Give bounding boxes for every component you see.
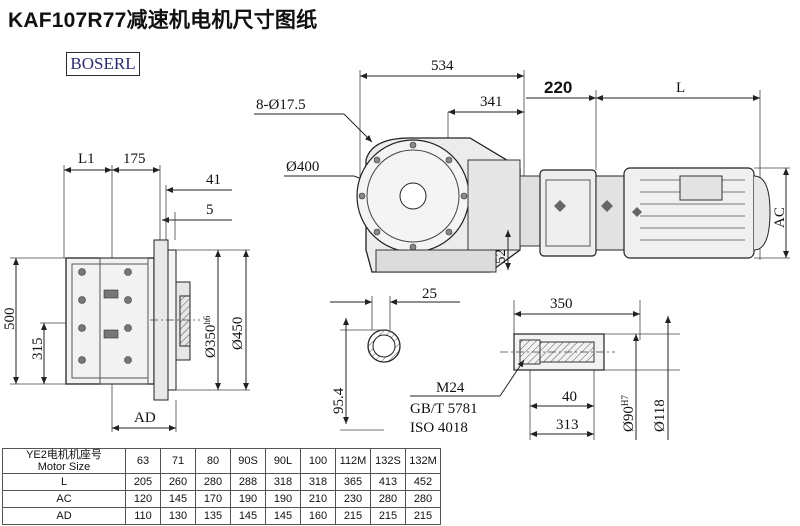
dim-313: 313 [556, 417, 579, 433]
size-cell: 63 [125, 448, 161, 474]
table-cell: 145 [160, 490, 196, 508]
dim-350-tol: h6 [202, 315, 212, 325]
table-cell: 280 [405, 490, 441, 508]
table-cell: 318 [300, 473, 336, 491]
table-cell: 120 [125, 490, 161, 508]
dim-175: 175 [123, 151, 146, 167]
table-cell: 110 [125, 507, 161, 525]
dim-350-b: 350 [550, 296, 573, 312]
dim-holes: 8-Ø17.5 [256, 97, 306, 113]
table-cell: 452 [405, 473, 441, 491]
table-cell: 288 [230, 473, 266, 491]
dim-315: 315 [30, 338, 46, 361]
dim-90-tol: H7 [620, 395, 630, 406]
table-cell: 145 [230, 507, 266, 525]
dim-450: Ø450 [230, 317, 246, 350]
table-cell: 280 [195, 473, 231, 491]
table-header-label: YE2电机机座号 Motor Size [2, 448, 126, 474]
drawing-title: KAF107R77减速机电机尺寸图纸 [8, 9, 318, 32]
table-cell: 215 [405, 507, 441, 525]
header-label-en: Motor Size [37, 461, 91, 473]
table-cell: 160 [300, 507, 336, 525]
dim-500: 500 [2, 308, 18, 331]
standard-iso: ISO 4018 [410, 420, 468, 436]
size-cell: 112M [335, 448, 371, 474]
table-cell: 230 [335, 490, 371, 508]
table-cell: 170 [195, 490, 231, 508]
table-cell: 260 [160, 473, 196, 491]
size-cell: 80 [195, 448, 231, 474]
brand-logo: BOSERL [66, 52, 140, 76]
table-cell: 205 [125, 473, 161, 491]
table-cell: 135 [195, 507, 231, 525]
svg-text:Ø90H7: Ø90H7 [620, 395, 637, 432]
dim-52: 52 [493, 249, 509, 264]
dim-25: 25 [422, 286, 437, 302]
dim-l: L [676, 80, 685, 96]
table-cell: 130 [160, 507, 196, 525]
table-cell: 318 [265, 473, 301, 491]
table-row: L 205 260 280 288 318 318 365 413 452 [2, 473, 441, 491]
size-cell: 132S [370, 448, 406, 474]
technical-drawing: L1 175 41 5 500 315 [2, 58, 790, 440]
size-cell: 71 [160, 448, 196, 474]
table-cell: 190 [230, 490, 266, 508]
side-view: L1 175 41 5 500 315 [2, 151, 250, 432]
table-row: AD 110 130 135 145 145 160 215 215 215 [2, 507, 441, 525]
front-view: 534 341 220 L 8-Ø17.5 Ø400 52 [254, 58, 790, 273]
table-row: YE2电机机座号 Motor Size 63 71 80 90S 90L 100… [2, 448, 441, 474]
row-label: L [2, 473, 126, 491]
dim-90: Ø90 [621, 406, 637, 432]
standard-gb: GB/T 5781 [410, 401, 478, 417]
table-cell: 210 [300, 490, 336, 508]
key-detail: 25 95.4 [330, 286, 460, 431]
size-cell: 90S [230, 448, 266, 474]
header-label-cn: YE2电机机座号 [26, 449, 102, 461]
dim-41: 41 [206, 172, 221, 188]
row-label: AC [2, 490, 126, 508]
motor-size-table: YE2电机机座号 Motor Size 63 71 80 90S 90L 100… [2, 448, 441, 525]
svg-text:Ø350h6: Ø350h6 [202, 315, 219, 358]
dim-ac: AC [772, 207, 788, 228]
dim-m24: M24 [436, 380, 465, 396]
row-label: AD [2, 507, 126, 525]
table-cell: 280 [370, 490, 406, 508]
dim-40: 40 [562, 389, 577, 405]
dim-118: Ø118 [652, 399, 668, 432]
dim-341: 341 [480, 94, 503, 110]
dim-5: 5 [206, 202, 214, 218]
table-cell: 215 [370, 507, 406, 525]
table-cell: 215 [335, 507, 371, 525]
dim-l1: L1 [78, 151, 95, 167]
dim-400: Ø400 [286, 159, 319, 175]
dim-350: Ø350 [203, 325, 219, 358]
dim-ad: AD [134, 410, 156, 426]
table-cell: 145 [265, 507, 301, 525]
dim-534: 534 [431, 58, 454, 74]
dim-220: 220 [544, 78, 572, 97]
table-cell: 413 [370, 473, 406, 491]
size-cell: 100 [300, 448, 336, 474]
size-cell: 90L [265, 448, 301, 474]
table-row: AC 120 145 170 190 190 210 230 280 280 [2, 490, 441, 508]
dim-95-4: 95.4 [331, 387, 347, 414]
table-cell: 365 [335, 473, 371, 491]
size-cell: 132M [405, 448, 441, 474]
table-cell: 190 [265, 490, 301, 508]
hollow-shaft-detail: 350 M24 GB/T 5781 ISO 4018 40 313 Ø90H7 … [410, 296, 680, 440]
